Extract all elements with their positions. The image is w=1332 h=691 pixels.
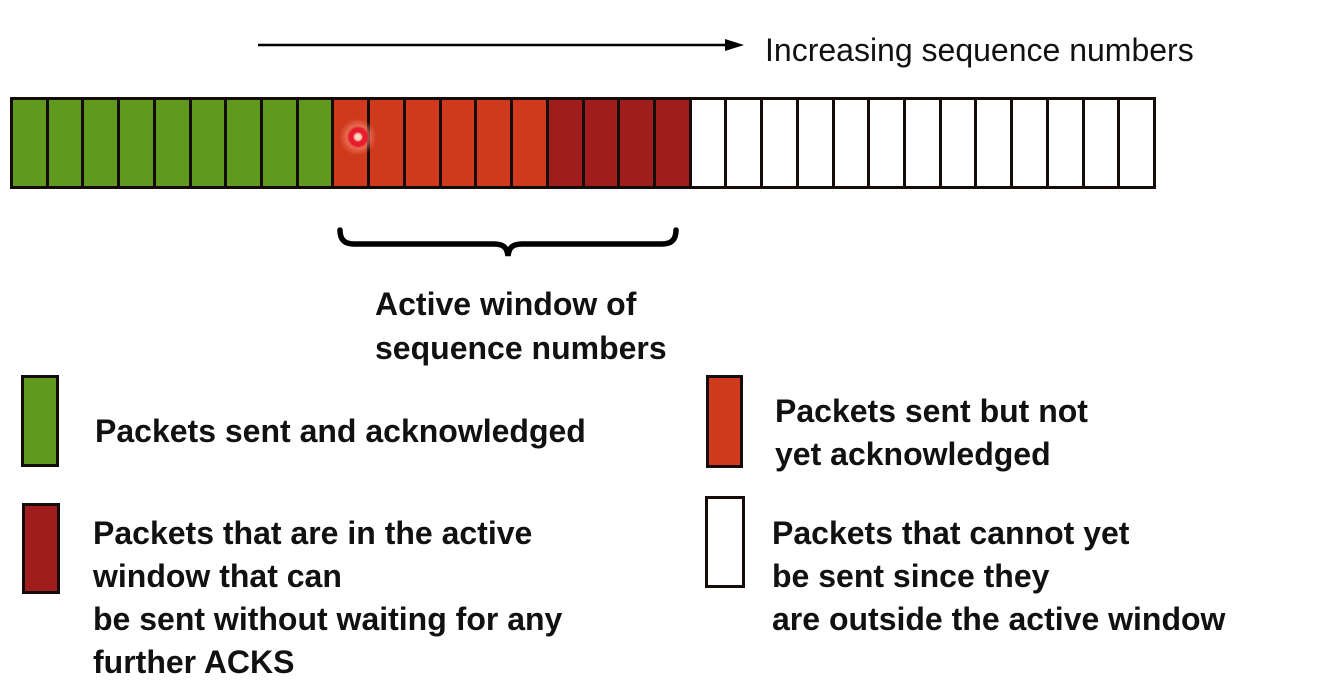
packet-box-sent-not-yet-acknowledged (474, 100, 511, 186)
legend-label-line: Packets sent but not (775, 393, 1088, 429)
packet-box-sent-and-acknowledged (188, 100, 225, 186)
packet-box-outside-active-window (1117, 100, 1153, 186)
packet-box-in-active-window-sendable (545, 100, 582, 186)
legend-swatch-sent-not-yet-acknowledged (706, 375, 743, 468)
active-window-caption-line2: sequence numbers (375, 330, 667, 366)
legend-label-line: be sent since they (772, 558, 1050, 594)
legend-label-line: window that can (93, 558, 342, 594)
laser-pointer-dot (340, 119, 376, 155)
packet-box-outside-active-window (1010, 100, 1046, 186)
packet-box-outside-active-window (938, 100, 975, 186)
right-arrow-icon (258, 39, 744, 51)
legend-label-line: Packets that cannot yet (772, 515, 1130, 551)
active-window-caption: Active window of sequence numbers (375, 282, 667, 370)
packet-box-in-active-window-sendable (617, 100, 653, 186)
packet-box-sent-and-acknowledged (117, 100, 153, 186)
packet-box-sent-and-acknowledged (13, 100, 46, 186)
packet-box-sent-and-acknowledged (81, 100, 118, 186)
packet-box-outside-active-window (974, 100, 1011, 186)
packet-box-sent-not-yet-acknowledged (438, 100, 475, 186)
packet-box-outside-active-window (724, 100, 761, 186)
legend-label-line: further ACKS (93, 644, 295, 680)
packet-box-outside-active-window (902, 100, 939, 186)
active-window-caption-line1: Active window of (375, 286, 637, 322)
packet-box-in-active-window-sendable (652, 100, 689, 186)
legend-swatch-sent-and-acknowledged (21, 375, 59, 467)
legend-label-in-active-window-sendable: Packets that are in the active window th… (93, 512, 562, 684)
packet-box-sent-not-yet-acknowledged (402, 100, 439, 186)
packet-box-outside-active-window (760, 100, 796, 186)
active-window-brace (337, 227, 679, 257)
increasing-sequence-numbers-label: Increasing sequence numbers (765, 32, 1194, 68)
legend-label-outside-active-window: Packets that cannot yet be sent since th… (772, 512, 1225, 641)
legend-swatch-outside-active-window (705, 496, 745, 588)
packet-box-outside-active-window (688, 100, 725, 186)
legend-swatch-in-active-window-sendable (22, 503, 60, 594)
packet-box-outside-active-window (795, 100, 832, 186)
legend-label-sent-not-yet-acknowledged: Packets sent but not yet acknowledged (775, 390, 1088, 476)
packet-box-outside-active-window (831, 100, 868, 186)
legend-label-line: Packets sent and acknowledged (95, 413, 586, 449)
packet-box-sent-and-acknowledged (260, 100, 296, 186)
sequence-number-bar (10, 97, 1156, 189)
packet-box-sent-not-yet-acknowledged (510, 100, 546, 186)
legend-label-sent-and-acknowledged: Packets sent and acknowledged (95, 410, 586, 453)
legend-label-line: Packets that are in the active (93, 515, 533, 551)
packet-box-outside-active-window (1045, 100, 1082, 186)
packet-box-sent-and-acknowledged (224, 100, 261, 186)
packet-box-outside-active-window (867, 100, 903, 186)
packet-box-sent-and-acknowledged (295, 100, 332, 186)
legend-label-line: be sent without waiting for any (93, 601, 563, 637)
packet-box-sent-and-acknowledged (45, 100, 82, 186)
packet-box-sent-and-acknowledged (152, 100, 189, 186)
packet-box-outside-active-window (1081, 100, 1118, 186)
legend-label-line: yet acknowledged (775, 436, 1051, 472)
legend-label-line: are outside the active window (772, 601, 1226, 637)
packet-box-in-active-window-sendable (581, 100, 618, 186)
